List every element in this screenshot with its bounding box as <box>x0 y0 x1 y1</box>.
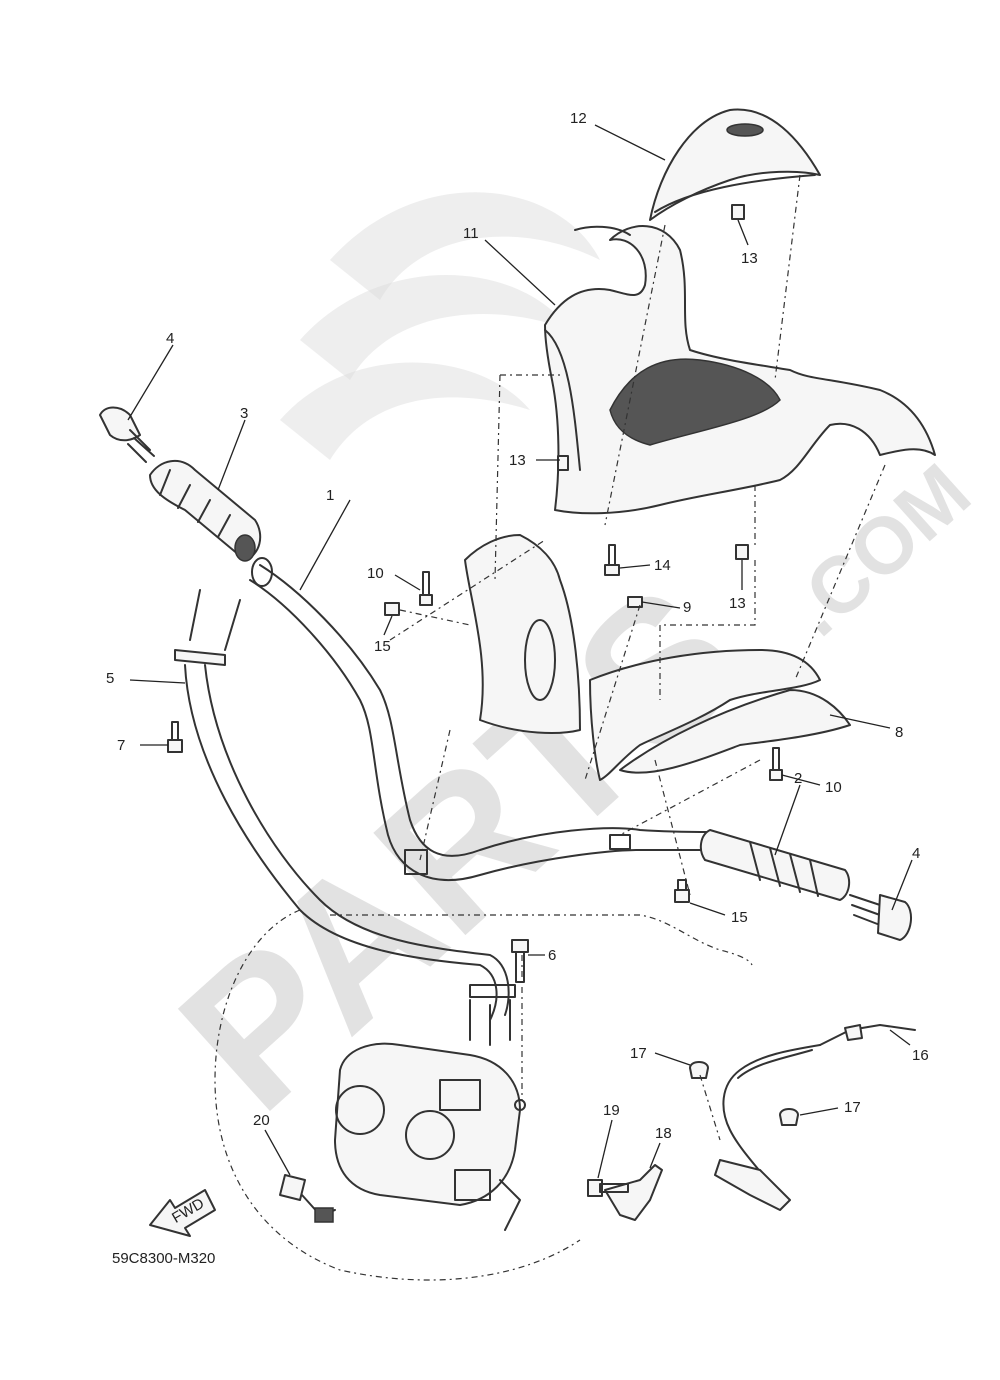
part-5-throttle-cables <box>174 589 516 1021</box>
callout-18: 18 <box>655 1125 672 1142</box>
callout-16: 16 <box>912 1047 929 1064</box>
part-15-screw-a <box>384 602 400 616</box>
callout-3: 3 <box>240 405 248 422</box>
assembly-lines <box>389 174 886 1141</box>
part-3-left-grip <box>149 460 262 562</box>
part-7-screw <box>167 721 183 753</box>
callout-7: 7 <box>117 737 125 754</box>
callout-5: 5 <box>106 670 114 687</box>
part-10-screw-a <box>419 571 433 606</box>
part-13-clip-c <box>735 544 749 560</box>
fwd-arrow: FWD <box>149 1189 216 1237</box>
callout-4-right: 4 <box>912 845 920 862</box>
part-19-bolt <box>587 1179 629 1197</box>
callout-17-right: 17 <box>844 1099 861 1116</box>
watermark-domain: .COM <box>772 447 987 653</box>
part-13-clip-b <box>557 455 569 471</box>
part-20-sensor <box>279 1174 336 1223</box>
callout-2: 2 <box>794 770 802 787</box>
callout-13-right: 13 <box>729 595 746 612</box>
callout-9: 9 <box>683 599 691 616</box>
callout-20: 20 <box>253 1112 270 1129</box>
callout-13-left: 13 <box>509 452 526 469</box>
callout-15-right: 15 <box>731 909 748 926</box>
part-1-handlebar <box>249 557 711 881</box>
callout-19: 19 <box>603 1102 620 1119</box>
callout-13-top: 13 <box>741 250 758 267</box>
throttle-body-assembly <box>334 1042 521 1231</box>
callout-14: 14 <box>654 557 671 574</box>
part-13-clip-a <box>731 204 745 220</box>
part-10-screw-b <box>769 747 783 781</box>
callout-1: 1 <box>326 487 334 504</box>
part-12-top-cover <box>649 108 821 221</box>
callout-17-left: 17 <box>630 1045 647 1062</box>
part-17-nut-b <box>779 1108 799 1126</box>
callout-15-left: 15 <box>374 638 391 655</box>
callout-10-right: 10 <box>825 779 842 796</box>
part-18-bracket <box>604 1159 791 1221</box>
part-11-handlebar-cover <box>544 225 936 515</box>
leader-lines <box>127 124 913 1179</box>
part-8-inner-bracket <box>464 534 851 781</box>
callout-12: 12 <box>570 110 587 127</box>
throttle-body-boundary <box>214 909 753 1281</box>
callout-11: 11 <box>463 225 479 242</box>
part-6-bolt <box>469 939 529 1111</box>
callout-4-left: 4 <box>166 330 174 347</box>
part-4-left-bar-end <box>99 406 155 463</box>
callout-8: 8 <box>895 724 903 741</box>
part-15-screw-b <box>674 879 690 903</box>
part-2-right-grip <box>699 829 851 901</box>
part-4-right-bar-end <box>849 894 912 941</box>
callout-6: 6 <box>548 947 556 964</box>
part-16-cable <box>722 1024 916 1191</box>
diagram-code: 59C8300-M320 <box>112 1250 215 1267</box>
callout-labels: 1 2 3 4 4 5 6 7 8 9 10 10 11 12 13 13 13… <box>106 110 929 1142</box>
part-14-screw <box>604 544 620 576</box>
callout-10-left: 10 <box>367 565 384 582</box>
part-17-nut-a <box>689 1061 709 1079</box>
